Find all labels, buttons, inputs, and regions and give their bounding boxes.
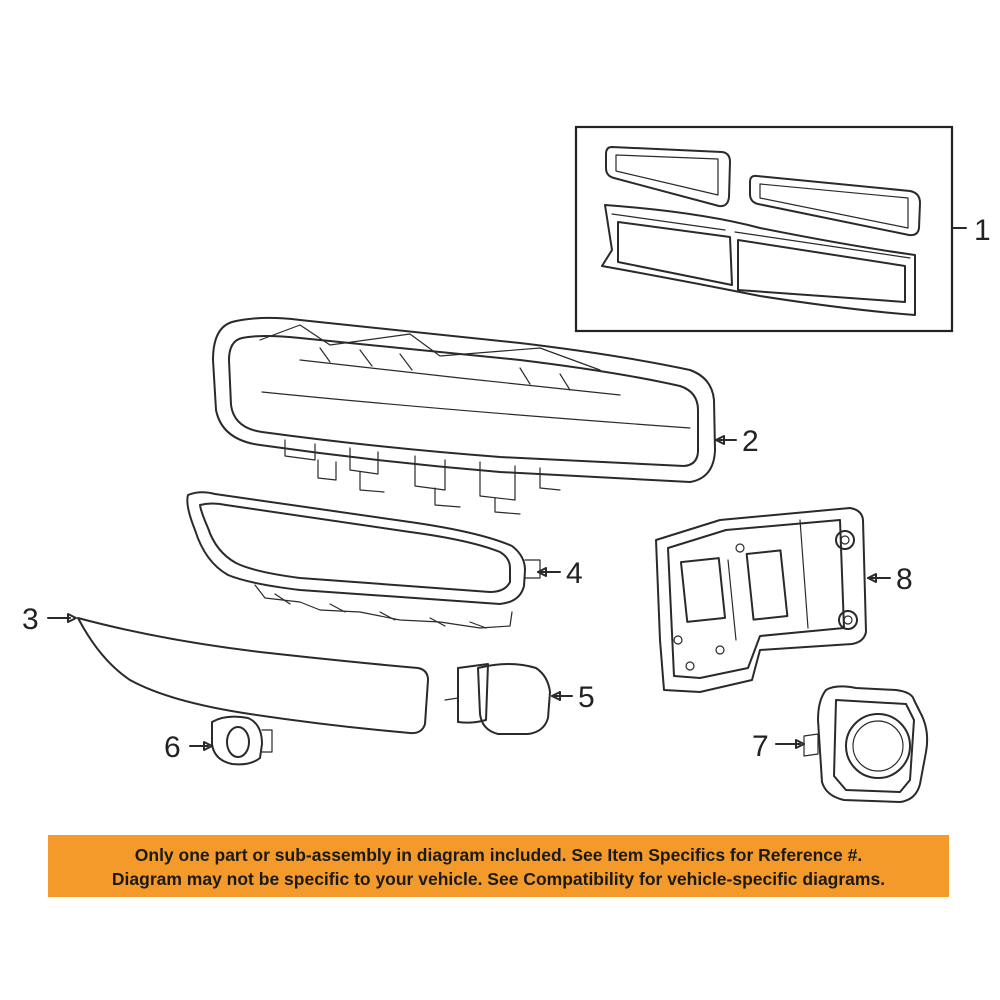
part-3-lower-mesh-grille — [77, 617, 429, 735]
callout-2: 2 — [742, 425, 759, 458]
part-8-mounting-bracket — [655, 507, 867, 693]
part-2-upper-grille-frame — [212, 316, 716, 515]
part-7-front-sensor — [803, 685, 929, 803]
part-1-grille-assembly — [574, 125, 954, 333]
callout-1: 1 — [974, 214, 991, 247]
callout-5: 5 — [578, 681, 595, 714]
disclaimer-banner: Only one part or sub-assembly in diagram… — [48, 835, 949, 897]
part-5-grille-insert — [444, 663, 551, 735]
callout-8: 8 — [896, 563, 913, 596]
callout-7: 7 — [752, 730, 769, 763]
callout-3: 3 — [22, 603, 39, 636]
disclaimer-line-1: Only one part or sub-assembly in diagram… — [134, 845, 863, 865]
part-4-lower-grille-frame — [186, 491, 541, 629]
callout-leaders — [47, 227, 967, 751]
callout-6: 6 — [164, 731, 181, 764]
callout-4: 4 — [566, 557, 583, 590]
part-6-sensor-clip — [211, 715, 273, 766]
disclaimer-line-2: Diagram may not be specific to your vehi… — [111, 869, 886, 889]
